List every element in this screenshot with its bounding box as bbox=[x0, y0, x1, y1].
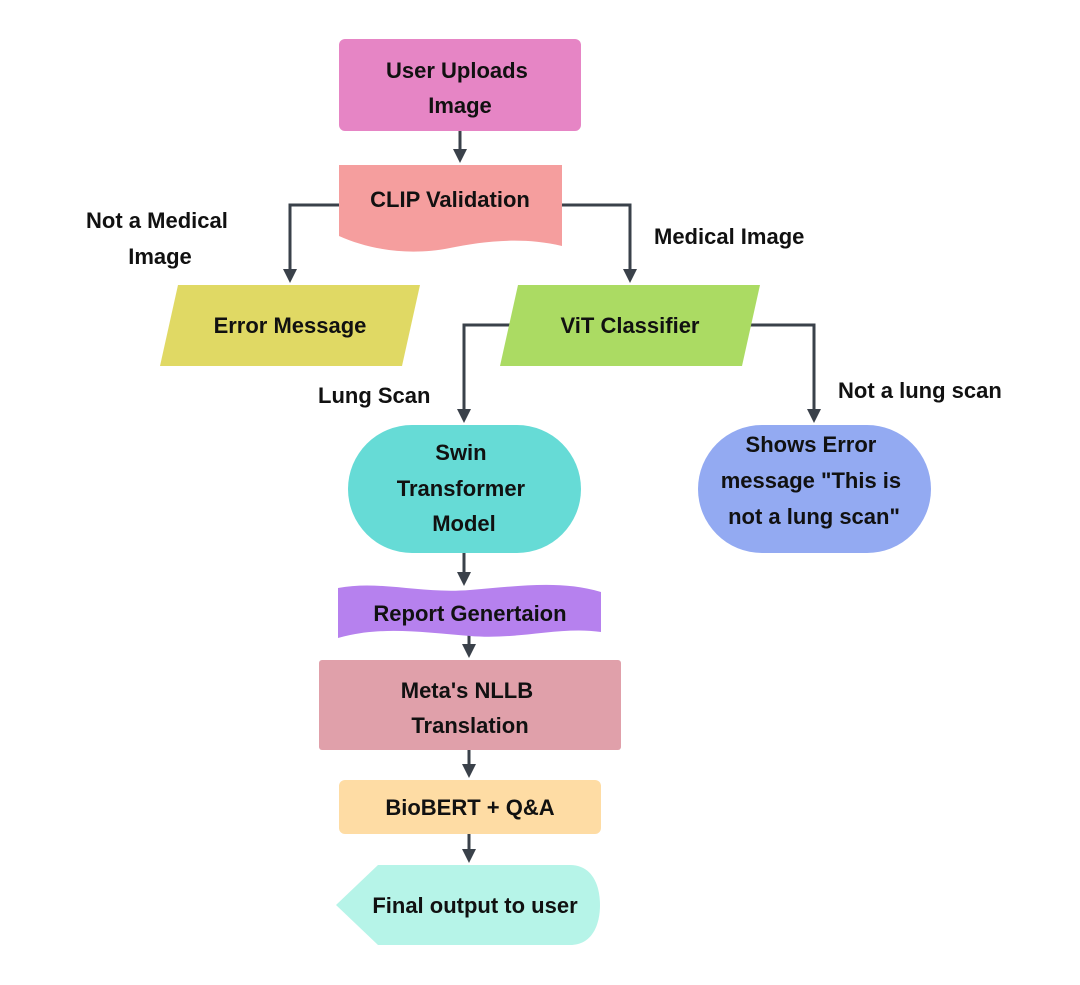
edge-label-line: Not a Medical bbox=[86, 208, 228, 233]
node-shape bbox=[160, 285, 420, 366]
node-biobert-qa: BioBERT + Q&A bbox=[339, 780, 601, 834]
node-label: User Uploads Image bbox=[386, 58, 534, 118]
node-shape bbox=[339, 39, 581, 131]
node-user-uploads: User Uploads Image bbox=[339, 39, 581, 131]
node-nllb-translation: Meta's NLLB Translation bbox=[319, 660, 621, 750]
node-label: Shows Error message "This is not a lung … bbox=[721, 432, 908, 529]
arrow-head bbox=[623, 269, 637, 283]
node-error-message: Error Message bbox=[160, 285, 420, 366]
edge-clip-to-vit bbox=[562, 203, 632, 272]
edge-label-medical: Medical Image bbox=[654, 224, 804, 249]
node-label: CLIP Validation bbox=[370, 187, 530, 212]
edge-label-not-lung: Not a lung scan bbox=[838, 378, 1002, 403]
node-label-line: message "This is bbox=[721, 468, 901, 493]
node-label-line: Final output to user bbox=[372, 893, 578, 918]
node-label-line: Error Message bbox=[214, 313, 367, 338]
edge-label-not-medical: Not a Medical Image bbox=[86, 208, 234, 269]
arrow-head bbox=[283, 269, 297, 283]
edge-label-line: Lung Scan bbox=[318, 383, 430, 408]
arrow-head bbox=[457, 409, 471, 423]
node-label-line: Report Genertaion bbox=[373, 601, 566, 626]
edge-label-line: Image bbox=[128, 244, 192, 269]
arrow-head bbox=[462, 644, 476, 658]
edge-vit-to-swin bbox=[462, 323, 512, 412]
node-label-line: Model bbox=[432, 511, 496, 536]
node-label: ViT Classifier bbox=[561, 313, 700, 338]
node-label-line: User Uploads bbox=[386, 58, 528, 83]
node-final-output: Final output to user bbox=[336, 865, 600, 945]
node-label-line: Image bbox=[428, 93, 492, 118]
node-label: Final output to user bbox=[372, 893, 578, 918]
node-shape bbox=[500, 285, 760, 366]
edge-label-line: Medical Image bbox=[654, 224, 804, 249]
node-label-line: not a lung scan" bbox=[728, 504, 900, 529]
node-shape bbox=[339, 780, 601, 834]
arrow-head bbox=[462, 849, 476, 863]
node-label-line: BioBERT + Q&A bbox=[385, 795, 554, 820]
arrow-head bbox=[807, 409, 821, 423]
node-swin-model: Swin Transformer Model bbox=[348, 425, 581, 553]
node-label: BioBERT + Q&A bbox=[385, 795, 554, 820]
node-label-line: Transformer bbox=[397, 476, 526, 501]
edge-vit-to-notlung bbox=[748, 323, 816, 412]
node-label: Swin Transformer Model bbox=[397, 440, 532, 536]
arrow-head bbox=[462, 764, 476, 778]
node-label-line: Shows Error bbox=[746, 432, 877, 457]
node-shape bbox=[348, 425, 581, 553]
edge-clip-to-error bbox=[288, 203, 339, 272]
node-shape bbox=[319, 660, 621, 750]
edge-label-lung-scan: Lung Scan bbox=[318, 383, 430, 408]
node-not-lung-error: Shows Error message "This is not a lung … bbox=[698, 425, 931, 553]
edges bbox=[283, 131, 821, 863]
node-label-line: Translation bbox=[411, 713, 528, 738]
node-vit-classifier: ViT Classifier bbox=[500, 285, 760, 366]
node-label-line: Swin bbox=[435, 440, 486, 465]
node-clip-validation: CLIP Validation bbox=[339, 165, 562, 252]
node-shape bbox=[698, 425, 931, 553]
edge-label-line: Not a lung scan bbox=[838, 378, 1002, 403]
node-label-line: Meta's NLLB bbox=[401, 678, 533, 703]
node-label: Meta's NLLB Translation bbox=[401, 678, 539, 738]
node-shape bbox=[339, 165, 562, 252]
node-label-line: ViT Classifier bbox=[561, 313, 700, 338]
arrow-head bbox=[453, 149, 467, 163]
node-report-generation: Report Genertaion bbox=[338, 584, 601, 638]
node-label-line: CLIP Validation bbox=[370, 187, 530, 212]
arrow-head bbox=[457, 572, 471, 586]
node-shape bbox=[338, 584, 601, 638]
node-label: Report Genertaion bbox=[373, 601, 566, 626]
node-label: Error Message bbox=[214, 313, 367, 338]
node-shape bbox=[336, 865, 600, 945]
